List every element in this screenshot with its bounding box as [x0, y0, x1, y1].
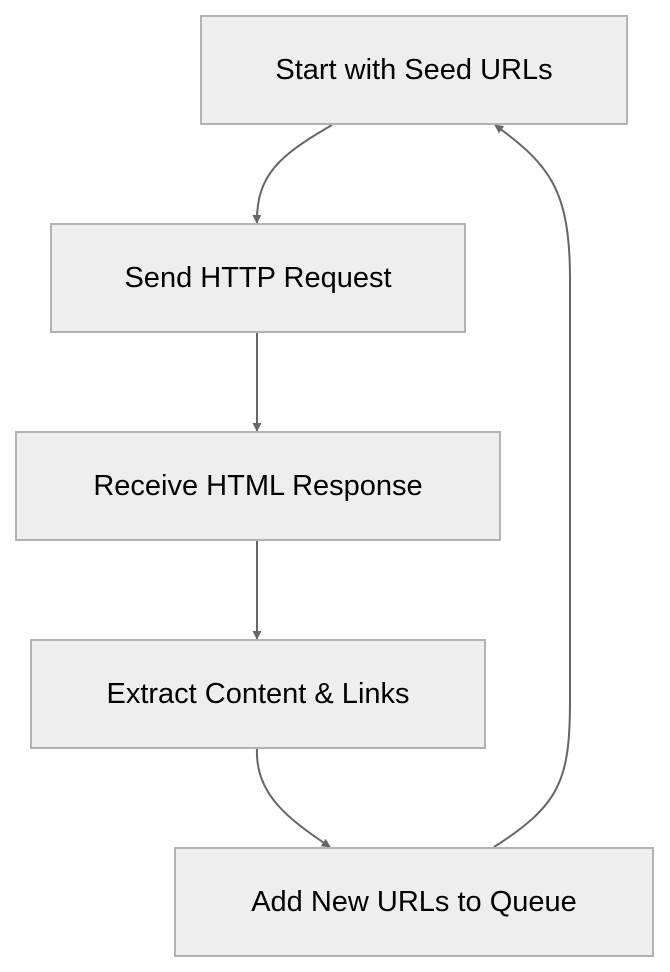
edge-extract-to-add — [255, 748, 331, 848]
node-receive-html-response: Receive HTML Response — [15, 431, 501, 541]
node-label: Extract Content & Links — [106, 677, 410, 710]
node-label: Send HTTP Request — [124, 261, 392, 294]
node-label: Start with Seed URLs — [275, 53, 553, 86]
node-label: Add New URLs to Queue — [251, 885, 577, 918]
node-label: Receive HTML Response — [93, 469, 423, 502]
node-add-new-urls-to-queue: Add New URLs to Queue — [174, 847, 654, 957]
node-extract-content-links: Extract Content & Links — [30, 639, 486, 749]
node-start-with-seed-urls: Start with Seed URLs — [200, 15, 628, 125]
node-send-http-request: Send HTTP Request — [50, 223, 466, 333]
edge-add-to-start — [493, 124, 571, 848]
edge-start-to-send — [252, 124, 333, 224]
